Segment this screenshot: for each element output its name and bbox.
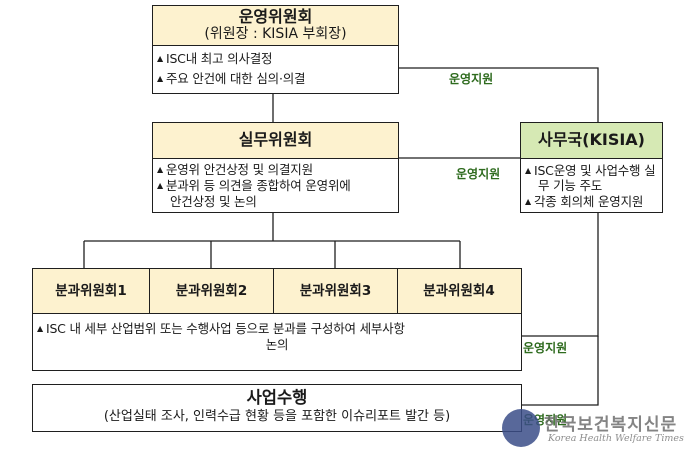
bullet-continuation: 무 기능 주도: [538, 178, 660, 193]
working-committee-header: 실무위원회: [153, 123, 398, 159]
project-subtitle: (산업실태 조사, 인력수급 현황 등을 포함한 이슈리포트 발간 등): [103, 409, 451, 424]
bullet-item: ▲분과위 등 의견을 종합하여 운영위에: [157, 178, 396, 193]
bullet-marker-icon: ▲: [157, 74, 163, 83]
subcommittees-header-row: 분과위원회1 분과위원회2 분과위원회3 분과위원회4: [33, 269, 521, 314]
bullet-text: 각종 회의체 운영지원: [533, 194, 644, 209]
watermark-english: Korea Health Welfare Times: [548, 433, 684, 444]
operating-committee-title: 운영위원회: [238, 7, 313, 26]
secretariat-box: 사무국(KISIA) ▲ISC운영 및 사업수행 실 무 기능 주도 ▲각종 회…: [520, 122, 663, 213]
support-label: 운영지원: [449, 72, 494, 86]
newspaper-watermark: 한국보건복지신문 Korea Health Welfare Times: [502, 407, 696, 453]
secretariat-header: 사무국(KISIA): [521, 123, 662, 159]
subcommittees-box: 분과위원회1 분과위원회2 분과위원회3 분과위원회4 ▲ISC 내 세부 산업…: [32, 268, 522, 371]
bullet-text: ISC 내 세부 산업범위 또는 수행사업 등으로 분과를 구성하여 세부사항: [45, 321, 405, 336]
subcommittee-4: 분과위원회4: [398, 269, 520, 313]
watermark-name: 한국보건복지신문: [544, 415, 678, 435]
bullet-item: ▲주요 안건에 대한 심의·의결: [157, 71, 396, 86]
bullet-continuation: 안건상정 및 논의: [170, 194, 396, 209]
bullet-marker-icon: ▲: [525, 166, 531, 175]
bullet-continuation: 논의: [33, 337, 521, 352]
line-support-project: [522, 336, 599, 406]
working-committee-title: 실무위원회: [238, 130, 313, 149]
line-support-operating: [398, 67, 599, 122]
bullet-text: 주요 안건에 대한 심의·의결: [165, 71, 306, 86]
bullet-text: 안건상정 및 논의: [170, 194, 257, 209]
operating-committee-box: 운영위원회 (위원장 : KISIA 부회장) ▲ISC내 최고 의사결정 ▲주…: [152, 5, 399, 94]
project-title: 사업수행: [246, 388, 308, 407]
bullet-text: ISC내 최고 의사결정: [165, 51, 273, 66]
bullet-item: ▲ISC 내 세부 산업범위 또는 수행사업 등으로 분과를 구성하여 세부사항: [37, 321, 519, 336]
support-label: 운영지원: [456, 167, 501, 181]
line-support-sub: [522, 212, 599, 337]
operating-committee-subtitle: (위원장 : KISIA 부회장): [204, 26, 347, 42]
secretariat-title: 사무국(KISIA): [538, 130, 645, 149]
subcommittee-2: 분과위원회2: [150, 269, 274, 313]
project-box: 사업수행 (산업실태 조사, 인력수급 현황 등을 포함한 이슈리포트 발간 등…: [32, 384, 522, 432]
support-label: 운영지원: [523, 341, 568, 355]
bullet-item: ▲각종 회의체 운영지원: [525, 194, 660, 209]
newspaper-logo-icon: [502, 409, 540, 447]
subcommittee-1: 분과위원회1: [33, 269, 150, 313]
bullet-marker-icon: ▲: [157, 54, 163, 63]
bullet-text: 무 기능 주도: [538, 178, 603, 193]
working-committee-box: 실무위원회 ▲운영위 안건상정 및 의결지원 ▲분과위 등 의견을 종합하여 운…: [152, 122, 399, 213]
bullet-text: 논의: [265, 337, 289, 352]
bullet-text: 운영위 안건상정 및 의결지원: [165, 162, 313, 177]
bullet-item: ▲운영위 안건상정 및 의결지원: [157, 162, 396, 177]
bullet-item: ▲ISC운영 및 사업수행 실: [525, 163, 660, 178]
bullet-marker-icon: ▲: [525, 197, 531, 206]
subcommittee-3: 분과위원회3: [274, 269, 398, 313]
bullet-text: ISC운영 및 사업수행 실: [533, 163, 656, 178]
bullet-marker-icon: ▲: [157, 165, 163, 174]
bullet-marker-icon: ▲: [157, 181, 163, 190]
operating-committee-header: 운영위원회 (위원장 : KISIA 부회장): [153, 6, 398, 46]
bullet-item: ▲ISC내 최고 의사결정: [157, 51, 396, 66]
bullet-marker-icon: ▲: [37, 324, 43, 333]
bullet-text: 분과위 등 의견을 종합하여 운영위에: [165, 178, 351, 193]
